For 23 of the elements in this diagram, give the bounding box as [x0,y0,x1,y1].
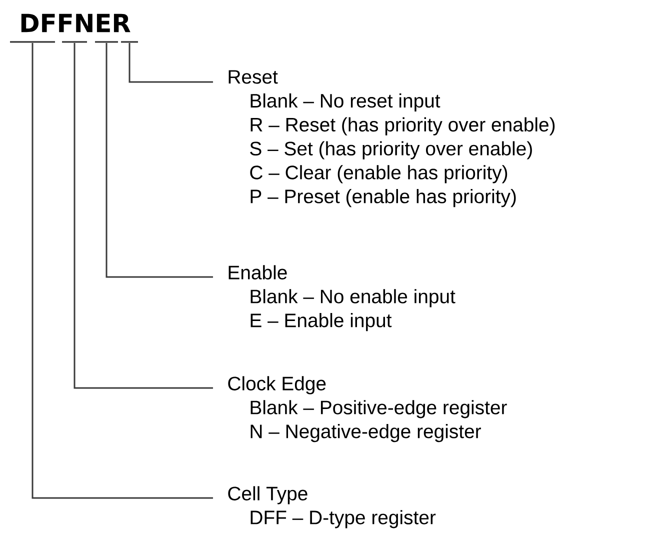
option-text: DFF – D-type register [250,510,436,528]
option-text: C – Clear (enable has priority) [250,165,508,184]
option-text: P – Preset (enable has priority) [250,189,516,208]
leader-line [106,43,213,278]
leader-line [74,43,213,389]
field-heading: Clock Edge [228,376,326,394]
title: DFFNER [21,14,130,32]
underline-bar [95,41,118,43]
option-text: Blank – No reset input [250,93,440,112]
option-text: Blank – No enable input [250,289,456,308]
option-text: N – Negative-edge register [250,424,481,442]
underline-bar [10,41,55,43]
field-heading: Cell Type [228,486,308,504]
underline-bar [121,41,138,43]
field-heading: Reset [228,70,278,84]
leader-line [128,43,213,83]
option-text: Blank – Positive-edge register [250,400,507,418]
option-text: R – Reset (has priority over enable) [250,117,555,136]
option-text: S – Set (has priority over enable) [250,141,532,160]
leader-line [32,43,213,499]
option-text: E – Enable input [250,313,392,332]
field-heading: Enable [228,265,287,280]
underline-bar [62,41,87,43]
